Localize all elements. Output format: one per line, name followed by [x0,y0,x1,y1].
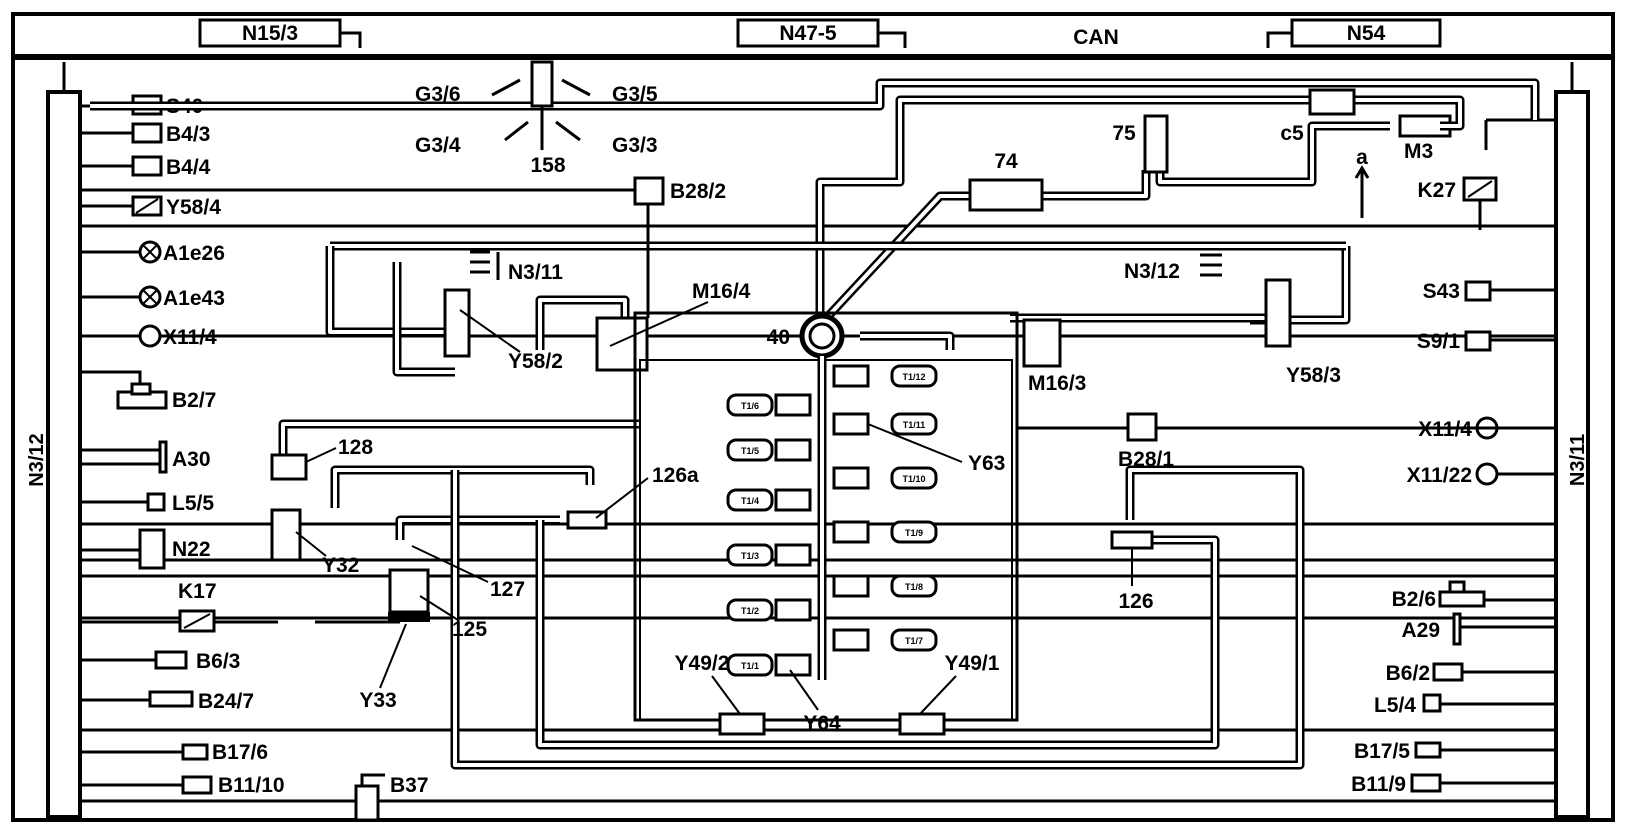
comp-y63: Y63 [968,452,1005,475]
comp-a: a [1356,146,1368,169]
comp-b11-9: B11/9 [1351,773,1406,796]
controller-n3-12-label: N3/12 [26,433,48,486]
comp-g3-5: G3/5 [612,83,658,106]
valves-left-column: T1/6 T1/5 T1/4 T1/3 T1/2 T1/1 [726,393,812,677]
comp-y58-2: Y58/2 [508,350,563,373]
comp-a30: A30 [172,448,211,471]
valve-t1-5: T1/5 [741,446,759,456]
valve-t1-2: T1/2 [741,606,759,616]
comp-g3-6: G3/6 [415,83,461,106]
comp-125: 125 [452,618,487,641]
connector-icon [1475,462,1499,486]
valve-t1-3: T1/3 [741,551,759,561]
comp-128: 128 [338,436,373,459]
comp-y64: Y64 [803,712,841,735]
comp-y32: Y32 [322,554,359,577]
comp-n22: N22 [172,538,211,561]
comp-y49-2: Y49/2 [675,652,730,675]
comp-127: 127 [490,578,525,601]
comp-b28-2: B28/2 [670,180,726,203]
comp-m16-4: M16/4 [692,280,751,303]
comp-y58-3: Y58/3 [1286,364,1341,387]
comp-c5: c5 [1280,122,1304,145]
module-n54: N54 [1347,22,1386,45]
lamp-icon [138,285,162,309]
comp-l5-5: L5/5 [172,492,214,515]
diagram-frame [11,56,1615,822]
comp-n3-11-pressure: N3/11 [508,261,563,284]
valve-t1-1: T1/1 [741,661,759,671]
comp-k27: K27 [1417,179,1456,202]
can-bus-label: CAN [1073,26,1119,49]
comp-m16-3: M16/3 [1028,372,1086,395]
comp-b2-7: B2/7 [172,389,216,412]
comp-x11-22: X11/22 [1407,464,1472,487]
comp-a29: A29 [1401,619,1440,642]
comp-g3-3: G3/3 [612,134,658,157]
comp-n3-12-pressure: N3/12 [1124,260,1180,283]
comp-s9-1: S9/1 [1417,330,1461,353]
connector-icon [138,324,162,348]
lamp-icon [138,240,162,264]
module-n15-3: N15/3 [242,22,298,45]
pneumatic-tubing [90,78,1540,770]
comp-l5-4: L5/4 [1374,694,1416,717]
comp-74: 74 [994,150,1018,173]
comp-y33: Y33 [359,689,396,712]
valve-t1-9: T1/9 [905,528,923,538]
valve-t1-4: T1/4 [741,496,759,506]
comp-y49-1: Y49/1 [945,652,1000,675]
valve-t1-6: T1/6 [741,401,759,411]
comp-b24-7: B24/7 [198,690,254,713]
comp-126a: 126a [652,464,699,487]
comp-b17-6: B17/6 [212,741,268,764]
valve-t1-11: T1/11 [903,420,926,430]
comp-b6-3: B6/3 [196,650,240,673]
comp-k17: K17 [178,580,217,603]
comp-b17-5: B17/5 [1354,740,1410,763]
comp-b37: B37 [390,774,429,797]
comp-b6-2: B6/2 [1386,662,1430,685]
sensor-cluster-158 [491,60,591,150]
comp-b4-4: B4/4 [166,156,211,179]
comp-m3: M3 [1404,140,1433,163]
comp-b4-3: B4/3 [166,123,210,146]
valve-t1-12: T1/12 [902,372,925,382]
comp-40: 40 [767,326,790,349]
valve-t1-7: T1/7 [905,636,923,646]
comp-g3-4: G3/4 [415,134,461,157]
comp-158: 158 [530,154,565,177]
controller-n3-11-label: N3/11 [1567,434,1589,486]
valves-right-column: T1/12 T1/11 T1/10 T1/9 T1/8 T1/7 [832,364,938,652]
comp-b11-10: B11/10 [218,774,285,797]
comp-75: 75 [1112,122,1136,145]
valve-t1-10: T1/10 [902,474,925,484]
right-wiring [1440,118,1556,785]
comp-y58-4: Y58/4 [166,196,221,219]
comp-s43: S43 [1423,280,1460,303]
controller-n3-12 [46,90,82,819]
valve-t1-8: T1/8 [905,582,923,592]
comp-a1e26: A1e26 [163,242,225,265]
comp-b28-1: B28/1 [1118,448,1174,471]
comp-126: 126 [1118,590,1153,613]
comp-b2-6: B2/6 [1392,588,1436,611]
module-n47-5: N47-5 [779,22,837,45]
comp-a1e43: A1e43 [163,287,225,310]
comp-x11-4-left: X11/4 [163,326,217,349]
controller-n3-11 [1554,90,1590,819]
